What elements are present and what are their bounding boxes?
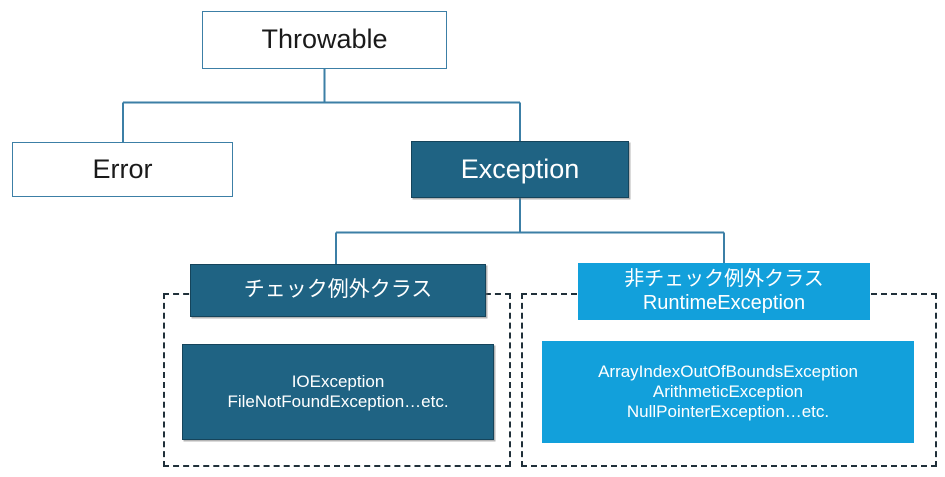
node-error[interactable]: Error xyxy=(12,142,233,197)
node-checked-exception-class-label: チェック例外クラス xyxy=(243,278,433,302)
node-checked-exception-examples-label: IOException FileNotFoundException…etc. xyxy=(227,371,449,411)
node-exception[interactable]: Exception xyxy=(411,141,629,198)
node-unchecked-exception-class[interactable]: 非チェック例外クラス RuntimeException xyxy=(578,263,870,320)
node-unchecked-exception-examples-label: ArrayIndexOutOfBoundsException Arithmeti… xyxy=(598,361,858,422)
node-checked-exception-examples[interactable]: IOException FileNotFoundException…etc. xyxy=(182,344,494,440)
node-throwable[interactable]: Throwable xyxy=(202,11,447,69)
node-checked-exception-class[interactable]: チェック例外クラス xyxy=(190,264,486,317)
node-throwable-label: Throwable xyxy=(261,24,388,55)
node-exception-label: Exception xyxy=(460,153,580,184)
node-unchecked-exception-class-label: 非チェック例外クラス RuntimeException xyxy=(624,267,824,314)
node-error-label: Error xyxy=(92,153,153,184)
node-unchecked-exception-examples[interactable]: ArrayIndexOutOfBoundsException Arithmeti… xyxy=(542,341,914,443)
